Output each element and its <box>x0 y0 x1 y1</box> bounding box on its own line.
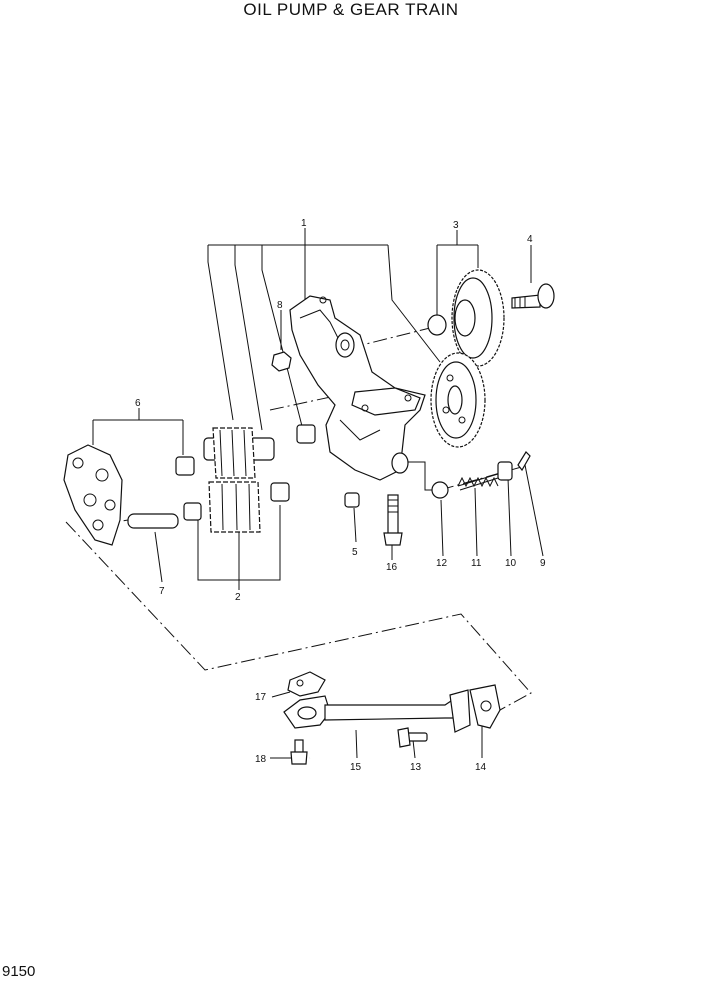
relief-plug <box>497 461 513 481</box>
page-number: 9150 <box>2 963 36 980</box>
callout-14: 14 <box>475 762 487 773</box>
relief-ball <box>431 481 449 499</box>
callout-1: 1 <box>301 218 307 229</box>
callout-5: 5 <box>352 547 358 558</box>
flange-bolt <box>290 739 308 765</box>
callout-12: 12 <box>436 558 448 569</box>
pump-cover <box>63 444 123 546</box>
relief-spring <box>457 473 499 491</box>
callout-9: 9 <box>540 558 546 569</box>
pump-drive-gear <box>203 427 275 479</box>
diagram-title: OIL PUMP & GEAR TRAIN <box>243 0 459 19</box>
drive-gear <box>430 352 486 448</box>
bolt <box>383 494 403 546</box>
idler-shaft <box>511 283 555 309</box>
callout-8: 8 <box>277 300 283 311</box>
callout-4: 4 <box>527 234 533 245</box>
idler-gear <box>427 269 505 367</box>
callout-6: 6 <box>135 398 141 409</box>
callout-18: 18 <box>255 754 267 765</box>
nut <box>271 351 292 372</box>
callout-15: 15 <box>350 762 362 773</box>
callout-13: 13 <box>410 762 422 773</box>
callout-3: 3 <box>453 220 459 231</box>
pump-driven-gear <box>208 481 261 533</box>
pipe-bolt <box>397 727 428 748</box>
oil-suction-pipe <box>283 671 501 733</box>
pin <box>127 513 179 529</box>
oil-pump-housing <box>289 295 426 481</box>
callout-labels: 1 2 3 4 5 6 7 8 9 10 11 12 13 14 15 16 1… <box>135 218 546 773</box>
callout-16: 16 <box>386 562 398 573</box>
bushings <box>175 424 360 521</box>
callout-17: 17 <box>255 692 267 703</box>
callout-10: 10 <box>505 558 517 569</box>
leader-lines <box>92 228 544 759</box>
callout-11: 11 <box>471 558 482 569</box>
callout-7: 7 <box>159 586 165 597</box>
cotter-pin <box>517 451 531 472</box>
callout-2: 2 <box>235 592 241 603</box>
